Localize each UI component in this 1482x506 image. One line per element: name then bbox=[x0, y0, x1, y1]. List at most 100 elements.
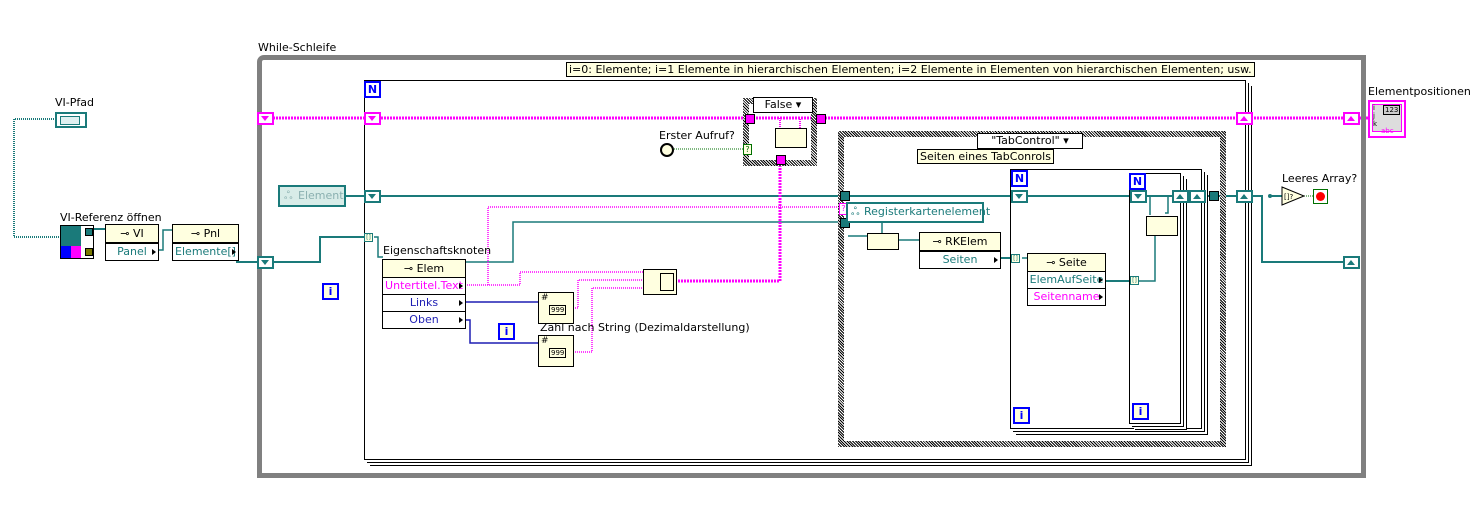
for-shift-register-right[interactable] bbox=[1236, 112, 1253, 125]
while-shift-register-right[interactable] bbox=[1343, 112, 1360, 125]
ref-wire bbox=[374, 236, 383, 258]
vi-property-node[interactable]: ⊸ VI Panel bbox=[105, 224, 159, 261]
inner-loop-2-count-terminal[interactable]: N bbox=[1129, 173, 1146, 190]
build-array-function[interactable] bbox=[643, 269, 677, 295]
inner-loop-2-shift-register-left[interactable] bbox=[1130, 190, 1147, 203]
hierarchy-icon: ஃ bbox=[284, 189, 293, 202]
while-shift-register-left-ref[interactable] bbox=[257, 256, 274, 269]
first-call-label: Erster Aufruf? bbox=[659, 129, 735, 142]
inner-loop-1-count-terminal[interactable]: N bbox=[1011, 170, 1028, 187]
tab-node-header: ⊸ RKElem bbox=[920, 233, 1000, 251]
loop-comment: i=0: Elemente; i=1 Elemente in hierarchi… bbox=[566, 62, 1255, 77]
auto-index-tunnel: [] bbox=[1011, 254, 1020, 263]
vi-path-label: VI-Pfad bbox=[55, 96, 94, 109]
inner-loop-1-shift-register-left[interactable] bbox=[1011, 190, 1028, 203]
number-to-string-function-2[interactable]: # 999 bbox=[538, 335, 574, 367]
vi-path-control[interactable] bbox=[55, 112, 87, 128]
pages-property[interactable]: Seiten bbox=[920, 251, 1000, 268]
case-first-call-selector[interactable]: False ▾ bbox=[753, 97, 813, 113]
element-ref-wire bbox=[345, 195, 1345, 263]
path-wire bbox=[13, 118, 60, 238]
ref-wire bbox=[157, 229, 172, 251]
auto-index-tunnel: [] bbox=[1130, 276, 1139, 285]
number-to-string-function-1[interactable]: # 999 bbox=[538, 292, 574, 324]
case-tunnel-ref-in-2 bbox=[840, 218, 850, 228]
build-array-function-3[interactable] bbox=[1146, 216, 1178, 236]
empty-array-function[interactable]: []? bbox=[1281, 186, 1305, 206]
ref-wire bbox=[273, 236, 364, 263]
hierarchy-icon: ஃ bbox=[851, 205, 860, 218]
case-selector-terminal: ? bbox=[743, 144, 752, 155]
elements-on-page-property[interactable]: ElemAufSeite bbox=[1029, 273, 1104, 286]
left-property[interactable]: Links bbox=[383, 294, 465, 311]
to-more-specific-class-function[interactable] bbox=[867, 233, 899, 250]
inner-loop-2-shift-register-right[interactable] bbox=[1172, 190, 1189, 203]
ref-wire bbox=[465, 221, 840, 263]
while-shift-register-left[interactable] bbox=[257, 112, 274, 125]
case-tab-control-selector[interactable]: "TabControl" ▾ bbox=[977, 133, 1083, 149]
element-ref-constant[interactable]: ஃ Element bbox=[278, 185, 346, 207]
inner-for-loop-2[interactable] bbox=[1129, 173, 1181, 424]
inner-for-loop-1[interactable] bbox=[1010, 169, 1202, 429]
string-array-wire bbox=[675, 163, 782, 283]
key-icon: ⊸ bbox=[932, 235, 946, 248]
svg-text:[]?: []? bbox=[1284, 193, 1293, 201]
panel-elements-property[interactable]: Elemente[] bbox=[173, 243, 238, 260]
page-property-node[interactable]: ⊸ Seite ElemAufSeite Seitenname bbox=[1027, 253, 1106, 306]
elem-property-node[interactable]: ⊸ Elem Untertitel.Text Links Oben bbox=[382, 259, 466, 329]
stop-condition-terminal[interactable] bbox=[1313, 189, 1328, 204]
element-positions-indicator[interactable]: i j k 123 abc bbox=[1368, 100, 1406, 138]
string-wire bbox=[487, 206, 840, 285]
open-vi-ref-label: VI-Referenz öffnen bbox=[60, 211, 162, 224]
array-icon bbox=[660, 273, 674, 291]
while-loop-label: While-Schleife bbox=[258, 41, 337, 54]
elem-node-header: ⊸ Elem bbox=[383, 260, 465, 278]
number-to-string-label: Zahl nach String (Dezimaldarstellung) bbox=[540, 321, 750, 334]
auto-index-tunnel: [] bbox=[364, 233, 373, 242]
for-iteration-terminal: i bbox=[498, 323, 515, 340]
top-property[interactable]: Oben bbox=[383, 311, 465, 328]
build-array-function-2[interactable] bbox=[775, 128, 807, 148]
panel-property-node[interactable]: ⊸ Pnl Elemente[] bbox=[172, 224, 239, 261]
for-loop[interactable] bbox=[364, 80, 1246, 460]
inner-loop-2-iteration-terminal: i bbox=[1132, 403, 1149, 420]
for-loop-count-terminal[interactable]: N bbox=[364, 81, 381, 98]
key-icon: ⊸ bbox=[120, 227, 133, 240]
for-shift-register-left-ref[interactable] bbox=[364, 190, 381, 203]
first-call-icon[interactable] bbox=[660, 143, 674, 157]
case-tunnel-in bbox=[745, 114, 755, 124]
for-shift-register-right-ref[interactable] bbox=[1236, 190, 1253, 203]
case-tunnel-bottom bbox=[776, 155, 786, 165]
inner-loop-1-shift-register-right[interactable] bbox=[1189, 190, 1206, 203]
open-vi-ref-icon[interactable] bbox=[60, 225, 94, 259]
stop-icon bbox=[1316, 192, 1325, 201]
while-shift-register-right-ref[interactable] bbox=[1343, 256, 1360, 269]
caption-text-property[interactable]: Untertitel.Text bbox=[383, 278, 465, 294]
page-node-header: ⊸ Seite bbox=[1028, 254, 1105, 272]
case-tunnel-out bbox=[816, 114, 826, 124]
key-icon: ⊸ bbox=[190, 227, 204, 240]
output-indicator-label: Elementpositionen bbox=[1368, 85, 1471, 98]
vi-node-header: ⊸ VI bbox=[106, 225, 158, 243]
panel-node-header: ⊸ Pnl bbox=[173, 225, 238, 243]
key-icon: ⊸ bbox=[403, 262, 417, 275]
case-tunnel-ref-out bbox=[1209, 191, 1219, 201]
tab-property-node[interactable]: ⊸ RKElem Seiten bbox=[919, 232, 1001, 269]
key-icon: ⊸ bbox=[1046, 256, 1059, 269]
case-tunnel-ref-in bbox=[840, 191, 850, 201]
ref-wire bbox=[236, 254, 259, 263]
while-iteration-terminal: i bbox=[322, 283, 339, 300]
tab-control-class-constant[interactable]: ஃ Registerkartenelement bbox=[846, 202, 990, 223]
for-shift-register-left[interactable] bbox=[364, 112, 381, 125]
inner-loop-1-iteration-terminal: i bbox=[1013, 407, 1030, 424]
string-wire bbox=[575, 279, 645, 309]
string-wire bbox=[575, 287, 645, 353]
property-node-label: Eigenschaftsknoten bbox=[383, 244, 492, 257]
vi-panel-property[interactable]: Panel bbox=[106, 243, 158, 260]
empty-array-label: Leeres Array? bbox=[1282, 172, 1358, 185]
path-icon bbox=[60, 116, 80, 125]
numeric-wire bbox=[465, 319, 538, 344]
page-name-property[interactable]: Seitenname bbox=[1028, 288, 1105, 305]
string-wire bbox=[465, 271, 645, 286]
tab-control-comment: Seiten eines TabConrols bbox=[917, 149, 1054, 164]
